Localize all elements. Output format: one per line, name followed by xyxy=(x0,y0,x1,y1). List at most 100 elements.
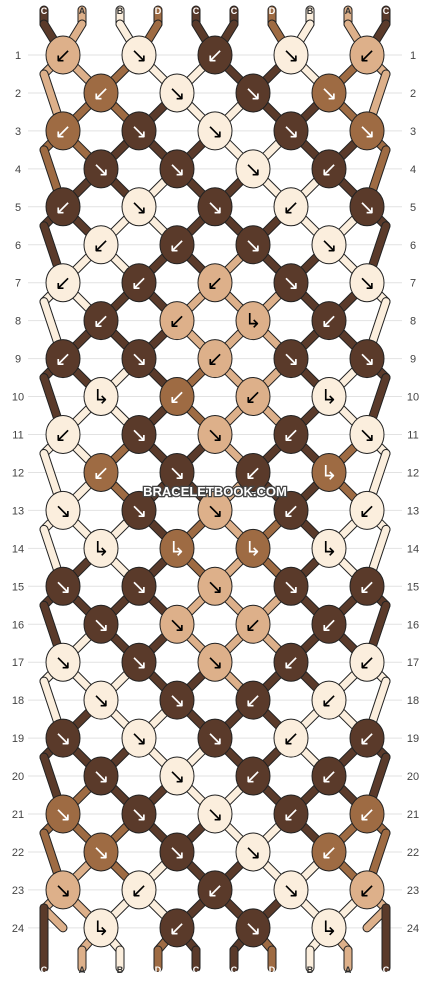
knot-arrow: ↙ xyxy=(55,347,72,371)
row-label-right: 15 xyxy=(407,581,419,593)
knot: ↙ xyxy=(349,718,385,758)
knot-arrow: ↙ xyxy=(321,612,338,636)
knot-arrow: ↳ xyxy=(93,916,110,940)
knot-body xyxy=(121,642,157,682)
knot: ↘ xyxy=(83,832,119,872)
knot-arrow: ↘ xyxy=(131,802,148,826)
knot-body xyxy=(197,642,233,682)
knot-arrow: ↘ xyxy=(55,802,72,826)
knot-body xyxy=(121,263,157,303)
knot-body xyxy=(83,73,119,113)
knot-body xyxy=(159,528,195,568)
strand-label-bottom: A xyxy=(79,965,86,975)
knot: ↙ xyxy=(45,339,81,379)
knot-body xyxy=(197,339,233,379)
knot-arrow: ↳ xyxy=(321,916,338,940)
knot: ↙ xyxy=(45,35,81,75)
knot-body xyxy=(311,149,347,189)
knot-body xyxy=(159,301,195,341)
knot: ↙ xyxy=(83,452,119,492)
knot-arrow: ↙ xyxy=(55,43,72,67)
knot-body xyxy=(349,339,385,379)
knot: ↙ xyxy=(311,832,347,872)
knot-body xyxy=(311,452,347,492)
knot-arrow: ↘ xyxy=(207,423,224,447)
row-label-left: 23 xyxy=(12,885,24,897)
knot-body xyxy=(197,263,233,303)
row-label-right: 7 xyxy=(410,278,416,290)
knot-arrow: ↘ xyxy=(93,840,110,864)
knot: ↘ xyxy=(45,870,81,910)
knot-body xyxy=(273,111,309,151)
knot-body xyxy=(159,377,195,417)
row-label-left: 11 xyxy=(12,430,23,442)
knot: ↘ xyxy=(197,566,233,606)
knot-body xyxy=(45,490,81,530)
knot: ↙ xyxy=(349,870,385,910)
knot-arrow: ↙ xyxy=(131,878,148,902)
knot-arrow: ↙ xyxy=(169,309,186,333)
knot: ↘ xyxy=(121,718,157,758)
knot-arrow: ↙ xyxy=(169,916,186,940)
knot-body xyxy=(159,149,195,189)
knot-body xyxy=(83,301,119,341)
knot: ↙ xyxy=(197,263,233,303)
knot: ↘ xyxy=(45,718,81,758)
row-label-right: 14 xyxy=(407,543,419,555)
knot-body xyxy=(349,111,385,151)
knot: ↙ xyxy=(45,415,81,454)
knot-body xyxy=(121,566,157,606)
strand-label-top: B xyxy=(307,6,314,16)
knot: ↙ xyxy=(121,870,157,910)
knot: ↘ xyxy=(349,415,385,454)
row-label-left: 22 xyxy=(12,847,24,859)
row-label-left: 20 xyxy=(12,771,24,783)
knot-body xyxy=(235,149,271,189)
knot: ↙ xyxy=(159,301,195,341)
knot-arrow: ↘ xyxy=(207,726,224,750)
knot-arrow: ↘ xyxy=(245,916,262,940)
knot-arrow: ↙ xyxy=(93,460,110,484)
knot-body xyxy=(121,111,157,151)
knot-arrow: ↙ xyxy=(283,650,300,674)
knot-body xyxy=(349,870,385,910)
knot: ↘ xyxy=(273,566,309,606)
knot-arrow: ↙ xyxy=(55,423,72,447)
knot: ↘ xyxy=(159,452,195,492)
knot-arrow: ↙ xyxy=(359,498,376,522)
row-label-right: 8 xyxy=(410,316,416,328)
row-label-right: 4 xyxy=(410,164,416,176)
knot-body xyxy=(235,832,271,872)
knot-arrow: ↘ xyxy=(169,81,186,105)
knot-arrow: ↘ xyxy=(131,574,148,598)
knot-body xyxy=(349,566,385,606)
knot: ↘ xyxy=(273,263,309,303)
knot-arrow: ↙ xyxy=(283,423,300,447)
strand-label-top: C xyxy=(193,6,200,16)
knot-arrow: ↘ xyxy=(283,271,300,295)
knot: ↙ xyxy=(273,718,309,758)
knot-body xyxy=(273,263,309,303)
knot-body xyxy=(159,452,195,492)
knot-body xyxy=(273,870,309,910)
strand-label-top: A xyxy=(79,6,86,16)
knot-body xyxy=(83,528,119,568)
row-label-left: 12 xyxy=(12,467,24,479)
knot-arrow: ↙ xyxy=(93,309,110,333)
row-label-right: 13 xyxy=(407,505,419,517)
knot: ↙ xyxy=(235,680,271,720)
knot: ↙ xyxy=(197,339,233,379)
knot-body xyxy=(121,415,157,454)
knot-arrow: ↳ xyxy=(245,536,262,560)
knot: ↘ xyxy=(349,339,385,379)
knot: ↘ xyxy=(159,73,195,113)
knot: ↙ xyxy=(311,756,347,796)
knot-arrow: ↙ xyxy=(245,612,262,636)
knot-arrow: ↙ xyxy=(283,195,300,219)
knot-body xyxy=(83,149,119,189)
knot-body xyxy=(197,794,233,834)
knot-arrow: ↘ xyxy=(131,43,148,67)
row-label-left: 15 xyxy=(12,581,24,593)
